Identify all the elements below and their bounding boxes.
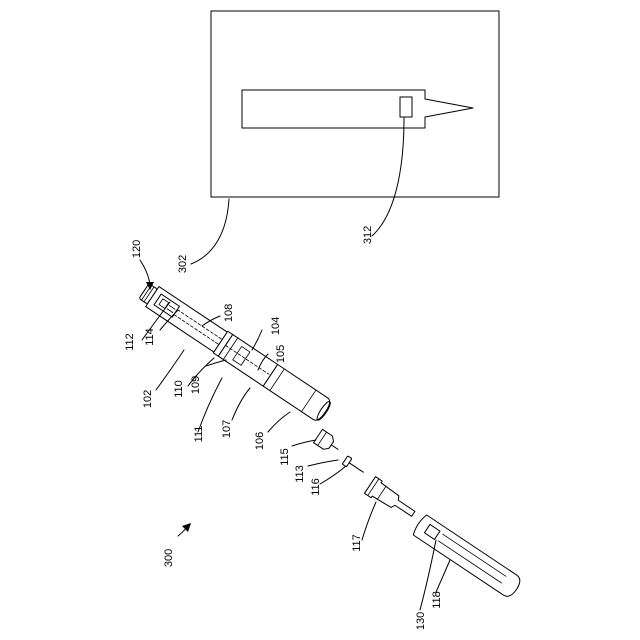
leader-106 — [268, 412, 290, 432]
label-116: 116 — [310, 478, 322, 496]
label-105: 105 — [275, 345, 287, 363]
pen-cap — [412, 514, 523, 599]
label-107: 107 — [221, 420, 233, 438]
label-120: 120 — [131, 240, 143, 258]
label-111: 111 — [193, 426, 205, 443]
leader-107 — [232, 388, 250, 420]
label-117: 117 — [351, 534, 363, 552]
label-118: 118 — [431, 591, 443, 609]
label-302: 302 — [177, 255, 189, 273]
leader-113 — [308, 460, 338, 466]
leader-117 — [362, 502, 376, 540]
needle-hub — [314, 429, 343, 456]
label-104: 104 — [270, 317, 282, 335]
probe-component — [400, 97, 412, 117]
leader-104 — [252, 330, 262, 350]
device-outline — [211, 11, 499, 197]
device-probe — [242, 90, 473, 128]
label-300: 300 — [163, 549, 175, 567]
distal-sleeve — [263, 365, 332, 423]
external-device — [211, 11, 499, 197]
label-130: 130 — [415, 612, 427, 630]
leader-120 — [140, 260, 150, 284]
leader-302 — [191, 199, 229, 264]
label-115: 115 — [279, 448, 291, 466]
leader-312 — [372, 118, 404, 236]
label-109: 109 — [190, 376, 202, 394]
leader-lines — [140, 118, 450, 610]
label-114: 114 — [144, 328, 156, 346]
label-108: 108 — [223, 304, 235, 322]
label-112: 112 — [124, 333, 136, 351]
leader-115 — [292, 440, 316, 446]
label-113: 113 — [294, 465, 306, 483]
leader-116 — [320, 466, 346, 484]
reference-numerals: 300 302 312 120 112 114 108 104 102 110 … — [124, 226, 443, 630]
label-102: 102 — [142, 390, 154, 408]
label-110: 110 — [173, 380, 185, 398]
leader-118 — [436, 560, 450, 592]
label-312: 312 — [362, 226, 374, 244]
label-106: 106 — [254, 432, 266, 450]
outer-needle-cap — [364, 477, 418, 522]
upper-housing — [146, 287, 228, 352]
